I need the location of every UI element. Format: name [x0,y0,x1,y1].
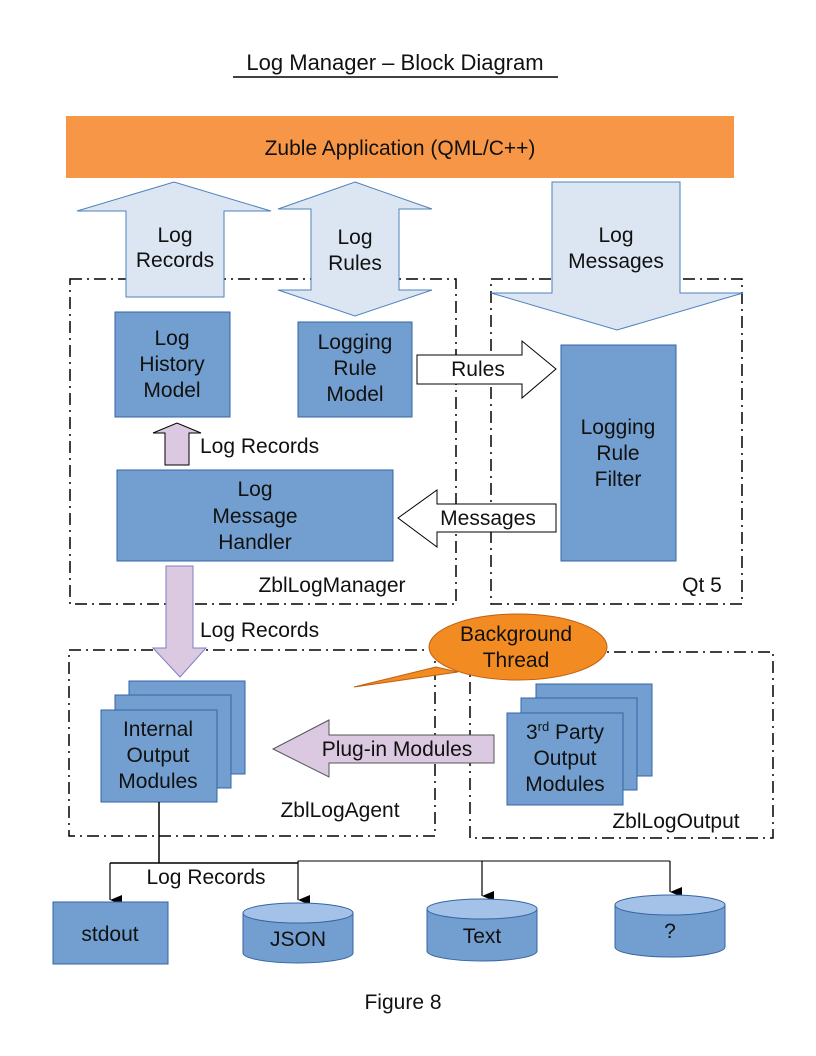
logging-rule-model-block [297,321,413,418]
logging-rule-filter-block [560,344,677,562]
log-history-model-line1: Log [154,327,189,350]
log-records-up-line2: Records [136,249,214,272]
third-party-output-modules-line2: Output [533,747,596,770]
log-records-down-arrow [151,565,208,678]
third-party-output-modules-line3: Modules [525,773,604,796]
output-json-cylinder [242,902,354,964]
logging-rule-model-line3: Model [326,383,383,406]
log-history-model-line2: History [139,353,205,376]
internal-output-modules-line1: Internal [123,718,193,741]
log-records-small-up-arrow [152,422,202,466]
log-message-handler-line2: Message [212,505,297,528]
output-stdout-block [52,901,169,965]
log-message-handler-line1: Log [237,478,272,501]
output-unknown-label: ? [664,920,676,943]
log-message-handler-block [116,469,394,562]
zbl-log-manager-label: ZblLogManager [258,574,405,597]
logging-rule-filter-line2: Rule [596,442,639,465]
internal-output-modules-block [100,709,218,803]
rules-arrow [416,339,557,400]
logging-rule-model-line2: Rule [333,357,376,380]
internal-output-modules-line2: Output [126,744,189,767]
log-records-down-label: Log Records [200,619,319,642]
rules-arrow-label: Rules [451,358,505,381]
qt5-label: Qt 5 [682,574,722,597]
log-rules-line2: Rules [328,252,382,275]
log-history-model-block [114,311,231,418]
background-thread-line1: Background [460,623,572,646]
group-zbl-log-manager [69,278,457,605]
messages-arrow [397,489,557,548]
output-text-label: Text [463,925,502,948]
figure-caption: Figure 8 [364,991,441,1014]
third-party-output-modules-block [506,712,624,806]
log-records-up-line1: Log [157,224,192,247]
log-records-small-up-label: Log Records [200,435,319,458]
log-records-up-arrow [76,181,272,298]
messages-arrow-label: Messages [440,507,536,530]
output-unknown-cylinder [614,894,726,958]
log-rules-line1: Log [337,226,372,249]
log-messages-line1: Log [598,224,633,247]
background-thread-callout-tail [353,666,459,688]
logging-rule-model-line1: Logging [318,331,393,354]
group-zbl-log-output [469,651,774,839]
zbl-log-output-label: ZblLogOutput [612,810,739,833]
log-messages-line2: Messages [568,250,664,273]
log-message-handler-line3: Handler [218,531,292,554]
log-messages-down-arrow [490,181,744,331]
zuble-application-bar [66,116,734,178]
third-party-output-modules-line1: 3rd Party [526,719,605,744]
logging-rule-filter-line3: Filter [595,468,642,491]
zbl-log-agent-label: ZblLogAgent [280,799,399,822]
background-thread-line2: Thread [483,649,550,672]
diagram-title: Log Manager – Block Diagram [246,50,543,75]
background-thread-callout [428,613,608,681]
log-rules-double-arrow [277,181,433,317]
internal-output-modules-line3: Modules [118,770,197,793]
zuble-application-label: Zuble Application (QML/C++) [265,137,536,160]
plug-in-modules-arrow [271,719,495,778]
output-text-cylinder [426,898,538,962]
log-records-out-label: Log Records [146,866,265,889]
logging-rule-filter-line1: Logging [581,416,656,439]
plug-in-modules-label: Plug-in Modules [322,738,473,761]
log-history-model-line3: Model [143,379,200,402]
output-stdout-label: stdout [81,923,138,946]
output-json-label: JSON [270,928,326,951]
